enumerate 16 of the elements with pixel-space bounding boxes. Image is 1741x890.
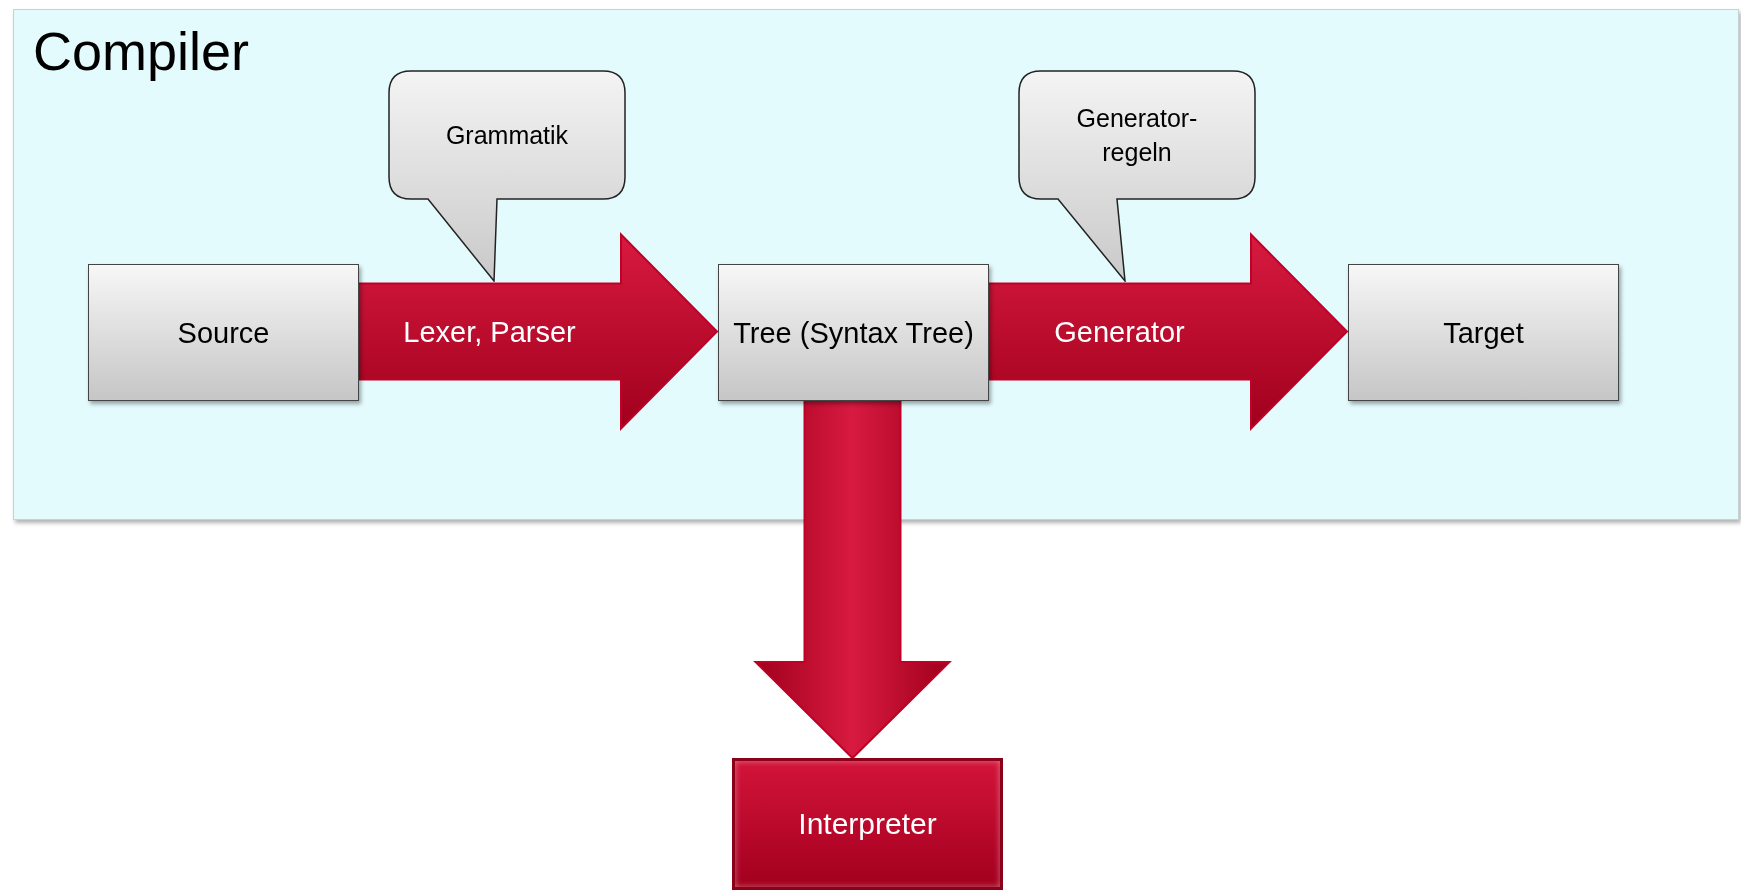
compiler-panel [13, 9, 1739, 520]
process-box [718, 264, 989, 401]
interpreter-box [732, 758, 1003, 890]
block-arrow [987, 232, 1349, 431]
box-label: Source [177, 315, 270, 351]
box-label: Tree (Syntax Tree) [733, 315, 974, 351]
process-box [88, 264, 359, 401]
edge-label: Generator [1054, 314, 1185, 350]
callout-text: Generator-regeln [1075, 102, 1199, 168]
box-label: Interpreter [798, 806, 937, 842]
block-arrow [753, 399, 952, 760]
edge-label: Lexer, Parser [403, 314, 576, 350]
box-label: Target [1443, 315, 1524, 351]
process-box [1348, 264, 1619, 401]
callout-text: Grammatik [444, 119, 570, 151]
block-arrow [357, 232, 719, 431]
